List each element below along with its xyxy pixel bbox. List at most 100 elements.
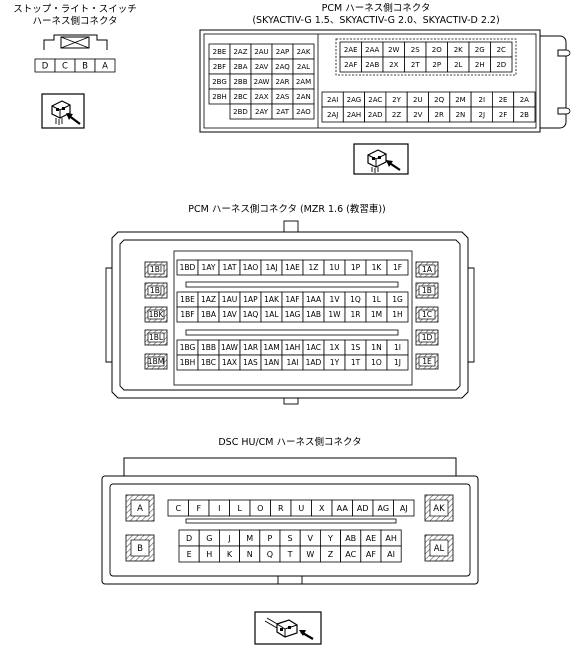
pin-label: AF — [366, 550, 376, 559]
pcm-sky-pin: 2AK — [292, 43, 315, 60]
pcm-mzr-pin: 1BH — [176, 354, 199, 371]
pcm-mzr-pin: 1AT — [218, 259, 241, 276]
pcm-mzr-pin: 1K — [365, 259, 388, 276]
pcm-sky-pin: 2T — [404, 56, 427, 73]
pin-label: O — [257, 504, 263, 513]
pin-label: B — [137, 544, 143, 554]
pcm-mzr-pin: 1H — [386, 306, 409, 323]
pin-label: 1F — [393, 263, 402, 272]
pcm-sky-pin: 2J — [470, 106, 493, 123]
pcm-mzr-side-pin: 1BI — [144, 261, 168, 278]
dsc-pin: Y — [319, 529, 341, 547]
dsc-title: DSC HU/CM ハーネス側コネクタ — [218, 436, 361, 448]
dsc-pin: AJ — [393, 499, 415, 517]
pin-label: AG — [377, 504, 389, 513]
pin-label: 2V — [413, 111, 422, 119]
pin-label: 2K — [454, 46, 463, 54]
pcm-sky-pin: 2A — [513, 91, 536, 108]
pin-label: 2D — [496, 61, 506, 69]
pin-label: 1K — [372, 263, 383, 272]
pin-label: 2AO — [296, 108, 311, 116]
pcm-mzr-pin: 1J — [386, 354, 409, 371]
pcm-mzr-pin: 1AN — [260, 354, 283, 371]
pin-label: 2AB — [365, 61, 379, 69]
pin-label: W — [306, 550, 314, 559]
pcm-sky-pin: 2AS — [271, 88, 294, 105]
pcm-mzr-side-pin: 1BK — [144, 306, 168, 323]
pin-label: 2AM — [296, 78, 311, 86]
pin-label: 2F — [499, 111, 507, 119]
dsc-pin: G — [198, 529, 220, 547]
pin-label: 1AR — [243, 343, 258, 352]
pin-label: H — [206, 550, 212, 559]
pcm-sky-pin: 2S — [404, 41, 427, 58]
pin-label: 2E — [499, 96, 508, 104]
pcm-mzr-pin: 1F — [386, 259, 409, 276]
pin-label: 2AA — [365, 46, 379, 54]
pin-label: 1BG — [180, 343, 196, 352]
pcm-mzr-pin: 1AK — [260, 291, 283, 308]
pin-label: 1O — [371, 358, 382, 367]
pin-label: 2BF — [213, 63, 226, 71]
pin-label: AB — [345, 534, 356, 543]
pin-label: T — [287, 550, 293, 559]
pcm-mzr-pin: 1BB — [197, 339, 220, 356]
pcm-sky-pin: 2AO — [292, 103, 315, 120]
pin-label: 1Q — [350, 295, 361, 304]
pcm-mzr-pin: 1Y — [323, 354, 346, 371]
pin-label: 2Q — [434, 96, 444, 104]
pcm-mzr-pin: 1BC — [197, 354, 220, 371]
pcm-sky-pin: 2D — [490, 56, 513, 73]
dsc-pin: I — [208, 499, 230, 517]
pin-label: 1AE — [285, 263, 300, 272]
pcm-skyactiv-section: PCM ハーネス側コネクタ (SKYACTIV-G 1.5、SKYACTIV-G… — [199, 2, 571, 175]
pcm-mzr-pin: 1AU — [218, 291, 241, 308]
pin-label: 2AZ — [233, 48, 247, 56]
pcm-mzr-pin: 1AB — [302, 306, 325, 323]
pcm-sky-pin: 2AZ — [229, 43, 252, 60]
pcm-mzr-pin: 1Z — [302, 259, 325, 276]
pin-label: 2Y — [392, 96, 401, 104]
pin-label: F — [196, 504, 201, 513]
pin-label: 1AV — [222, 310, 237, 319]
stop-switch-pin: D — [34, 58, 56, 73]
pin-label: 1AG — [285, 310, 301, 319]
pin-label: 2AF — [344, 61, 357, 69]
pcm-sky-pin: 2BF — [208, 58, 231, 75]
stop-switch-pin: B — [74, 58, 96, 73]
pin-label: 2AV — [255, 63, 269, 71]
pin-label: 2AN — [296, 93, 310, 101]
pin-label: 1E — [422, 357, 432, 366]
pcm-sky-pin: 2AW — [250, 73, 273, 90]
dsc-pin: C — [167, 499, 189, 517]
pcm-mzr-pin: 1BD — [176, 259, 199, 276]
pin-label: 1G — [392, 295, 403, 304]
pcm-sky-pin: 2P — [425, 56, 448, 73]
dsc-pin: D — [178, 529, 200, 547]
dsc-pin: AE — [360, 529, 382, 547]
pcm-mzr-pin: 1S — [344, 339, 367, 356]
dsc-pin: AG — [372, 499, 394, 517]
pin-label: Q — [267, 550, 273, 559]
pin-label: X — [319, 504, 325, 513]
pin-label: 1I — [394, 343, 401, 352]
pcm-sky-pin: 2AM — [292, 73, 315, 90]
pcm-mzr-side-pin: 1C — [415, 306, 439, 323]
pin-label: 1BF — [180, 310, 194, 319]
pin-label: 2G — [475, 46, 485, 54]
pcm-mzr-pin: 1W — [323, 306, 346, 323]
pcm-mzr-pin: 1AM — [260, 339, 283, 356]
pin-label: 1R — [351, 310, 361, 319]
pin-label: 2H — [475, 61, 485, 69]
pcm-mzr-side-pin: 1D — [415, 329, 439, 346]
pin-label: 1V — [330, 295, 341, 304]
pcm-sky-pin: 2BC — [229, 88, 252, 105]
pin-label: 2AH — [347, 111, 362, 119]
pcm-mzr-pin: 1AD — [302, 354, 325, 371]
dsc-pin: N — [239, 545, 261, 563]
pcm-sky-pin: 2H — [468, 56, 491, 73]
dsc-pin: W — [299, 545, 321, 563]
pcm-sky-pin: 2AV — [250, 58, 273, 75]
pin-label: U — [298, 504, 304, 513]
